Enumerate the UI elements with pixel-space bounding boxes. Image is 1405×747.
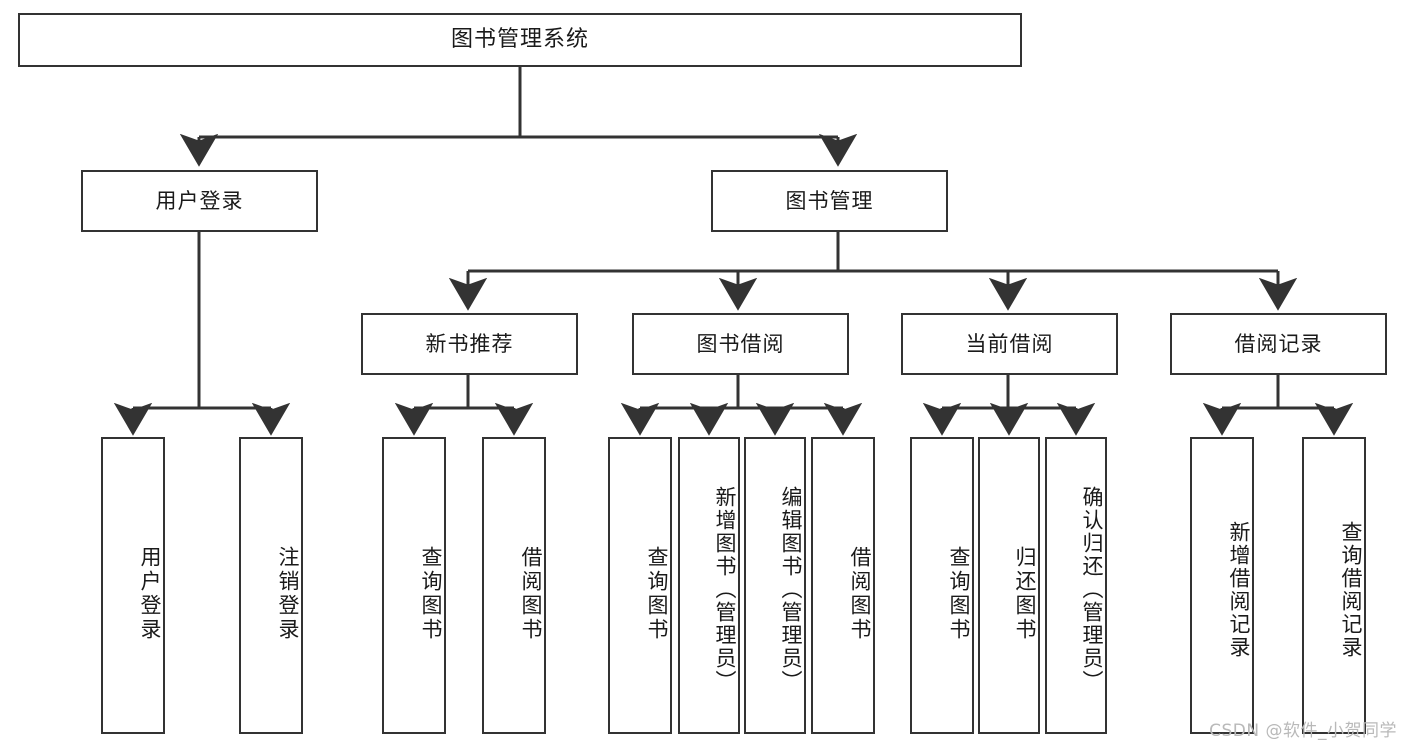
- node-label: 查询图书: [419, 545, 443, 642]
- node-current-borrow[interactable]: 当前借阅: [901, 313, 1118, 375]
- node-leaf-query-book-1[interactable]: 查询图书: [382, 437, 446, 734]
- node-leaf-confirm-return[interactable]: 确认归还（管理员）: [1045, 437, 1107, 734]
- node-leaf-borrow-book-2[interactable]: 借阅图书: [811, 437, 875, 734]
- node-label: 新增图书（管理员）: [713, 486, 737, 693]
- node-user-login[interactable]: 用户登录: [81, 170, 318, 232]
- node-leaf-add-book[interactable]: 新增图书（管理员）: [678, 437, 740, 734]
- node-leaf-query-book-3[interactable]: 查询图书: [910, 437, 974, 734]
- node-label: 借阅记录: [1234, 331, 1323, 356]
- node-root-system[interactable]: 图书管理系统: [18, 13, 1022, 67]
- node-leaf-return-book[interactable]: 归还图书: [978, 437, 1040, 734]
- node-label: 新增借阅记录: [1227, 520, 1251, 659]
- node-leaf-query-book-2[interactable]: 查询图书: [608, 437, 672, 734]
- node-book-borrow[interactable]: 图书借阅: [632, 313, 849, 375]
- node-leaf-add-record[interactable]: 新增借阅记录: [1190, 437, 1254, 734]
- node-label: 图书借阅: [696, 331, 785, 356]
- node-label: 借阅图书: [519, 545, 543, 642]
- node-label: 查询图书: [645, 545, 669, 642]
- node-label: 新书推荐: [425, 331, 514, 356]
- node-leaf-edit-book[interactable]: 编辑图书（管理员）: [744, 437, 806, 734]
- node-label: 用户登录: [138, 545, 162, 642]
- node-label: 用户登录: [155, 188, 244, 213]
- node-label: 确认归还（管理员）: [1080, 486, 1104, 693]
- node-leaf-borrow-book-1[interactable]: 借阅图书: [482, 437, 546, 734]
- node-new-book-rec[interactable]: 新书推荐: [361, 313, 578, 375]
- node-leaf-user-logout[interactable]: 注销登录: [239, 437, 303, 734]
- node-label: 编辑图书（管理员）: [779, 486, 803, 693]
- node-book-manage[interactable]: 图书管理: [711, 170, 948, 232]
- watermark-text: CSDN @软件_小贺同学: [1209, 721, 1397, 741]
- node-label: 查询图书: [947, 545, 971, 642]
- node-borrow-record[interactable]: 借阅记录: [1170, 313, 1387, 375]
- node-label: 查询借阅记录: [1339, 520, 1363, 659]
- node-leaf-query-record[interactable]: 查询借阅记录: [1302, 437, 1366, 734]
- node-leaf-user-login[interactable]: 用户登录: [101, 437, 165, 734]
- node-label: 图书管理: [785, 188, 874, 213]
- node-label: 图书管理系统: [450, 27, 589, 53]
- node-label: 借阅图书: [848, 545, 872, 642]
- node-label: 注销登录: [276, 545, 300, 642]
- node-label: 归还图书: [1013, 545, 1037, 642]
- node-label: 当前借阅: [965, 331, 1054, 356]
